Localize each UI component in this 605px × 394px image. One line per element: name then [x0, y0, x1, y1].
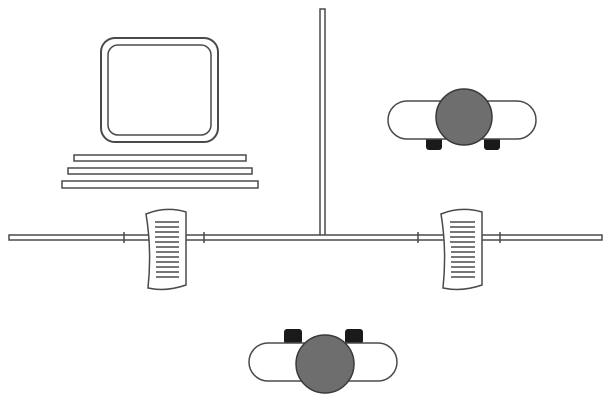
keyboard-icon — [62, 155, 258, 188]
document-icon — [146, 209, 186, 289]
person-top-view-icon — [249, 329, 397, 393]
document-icon — [441, 209, 482, 289]
computer-monitor-icon — [101, 38, 218, 142]
person-top-view-icon — [388, 89, 536, 150]
